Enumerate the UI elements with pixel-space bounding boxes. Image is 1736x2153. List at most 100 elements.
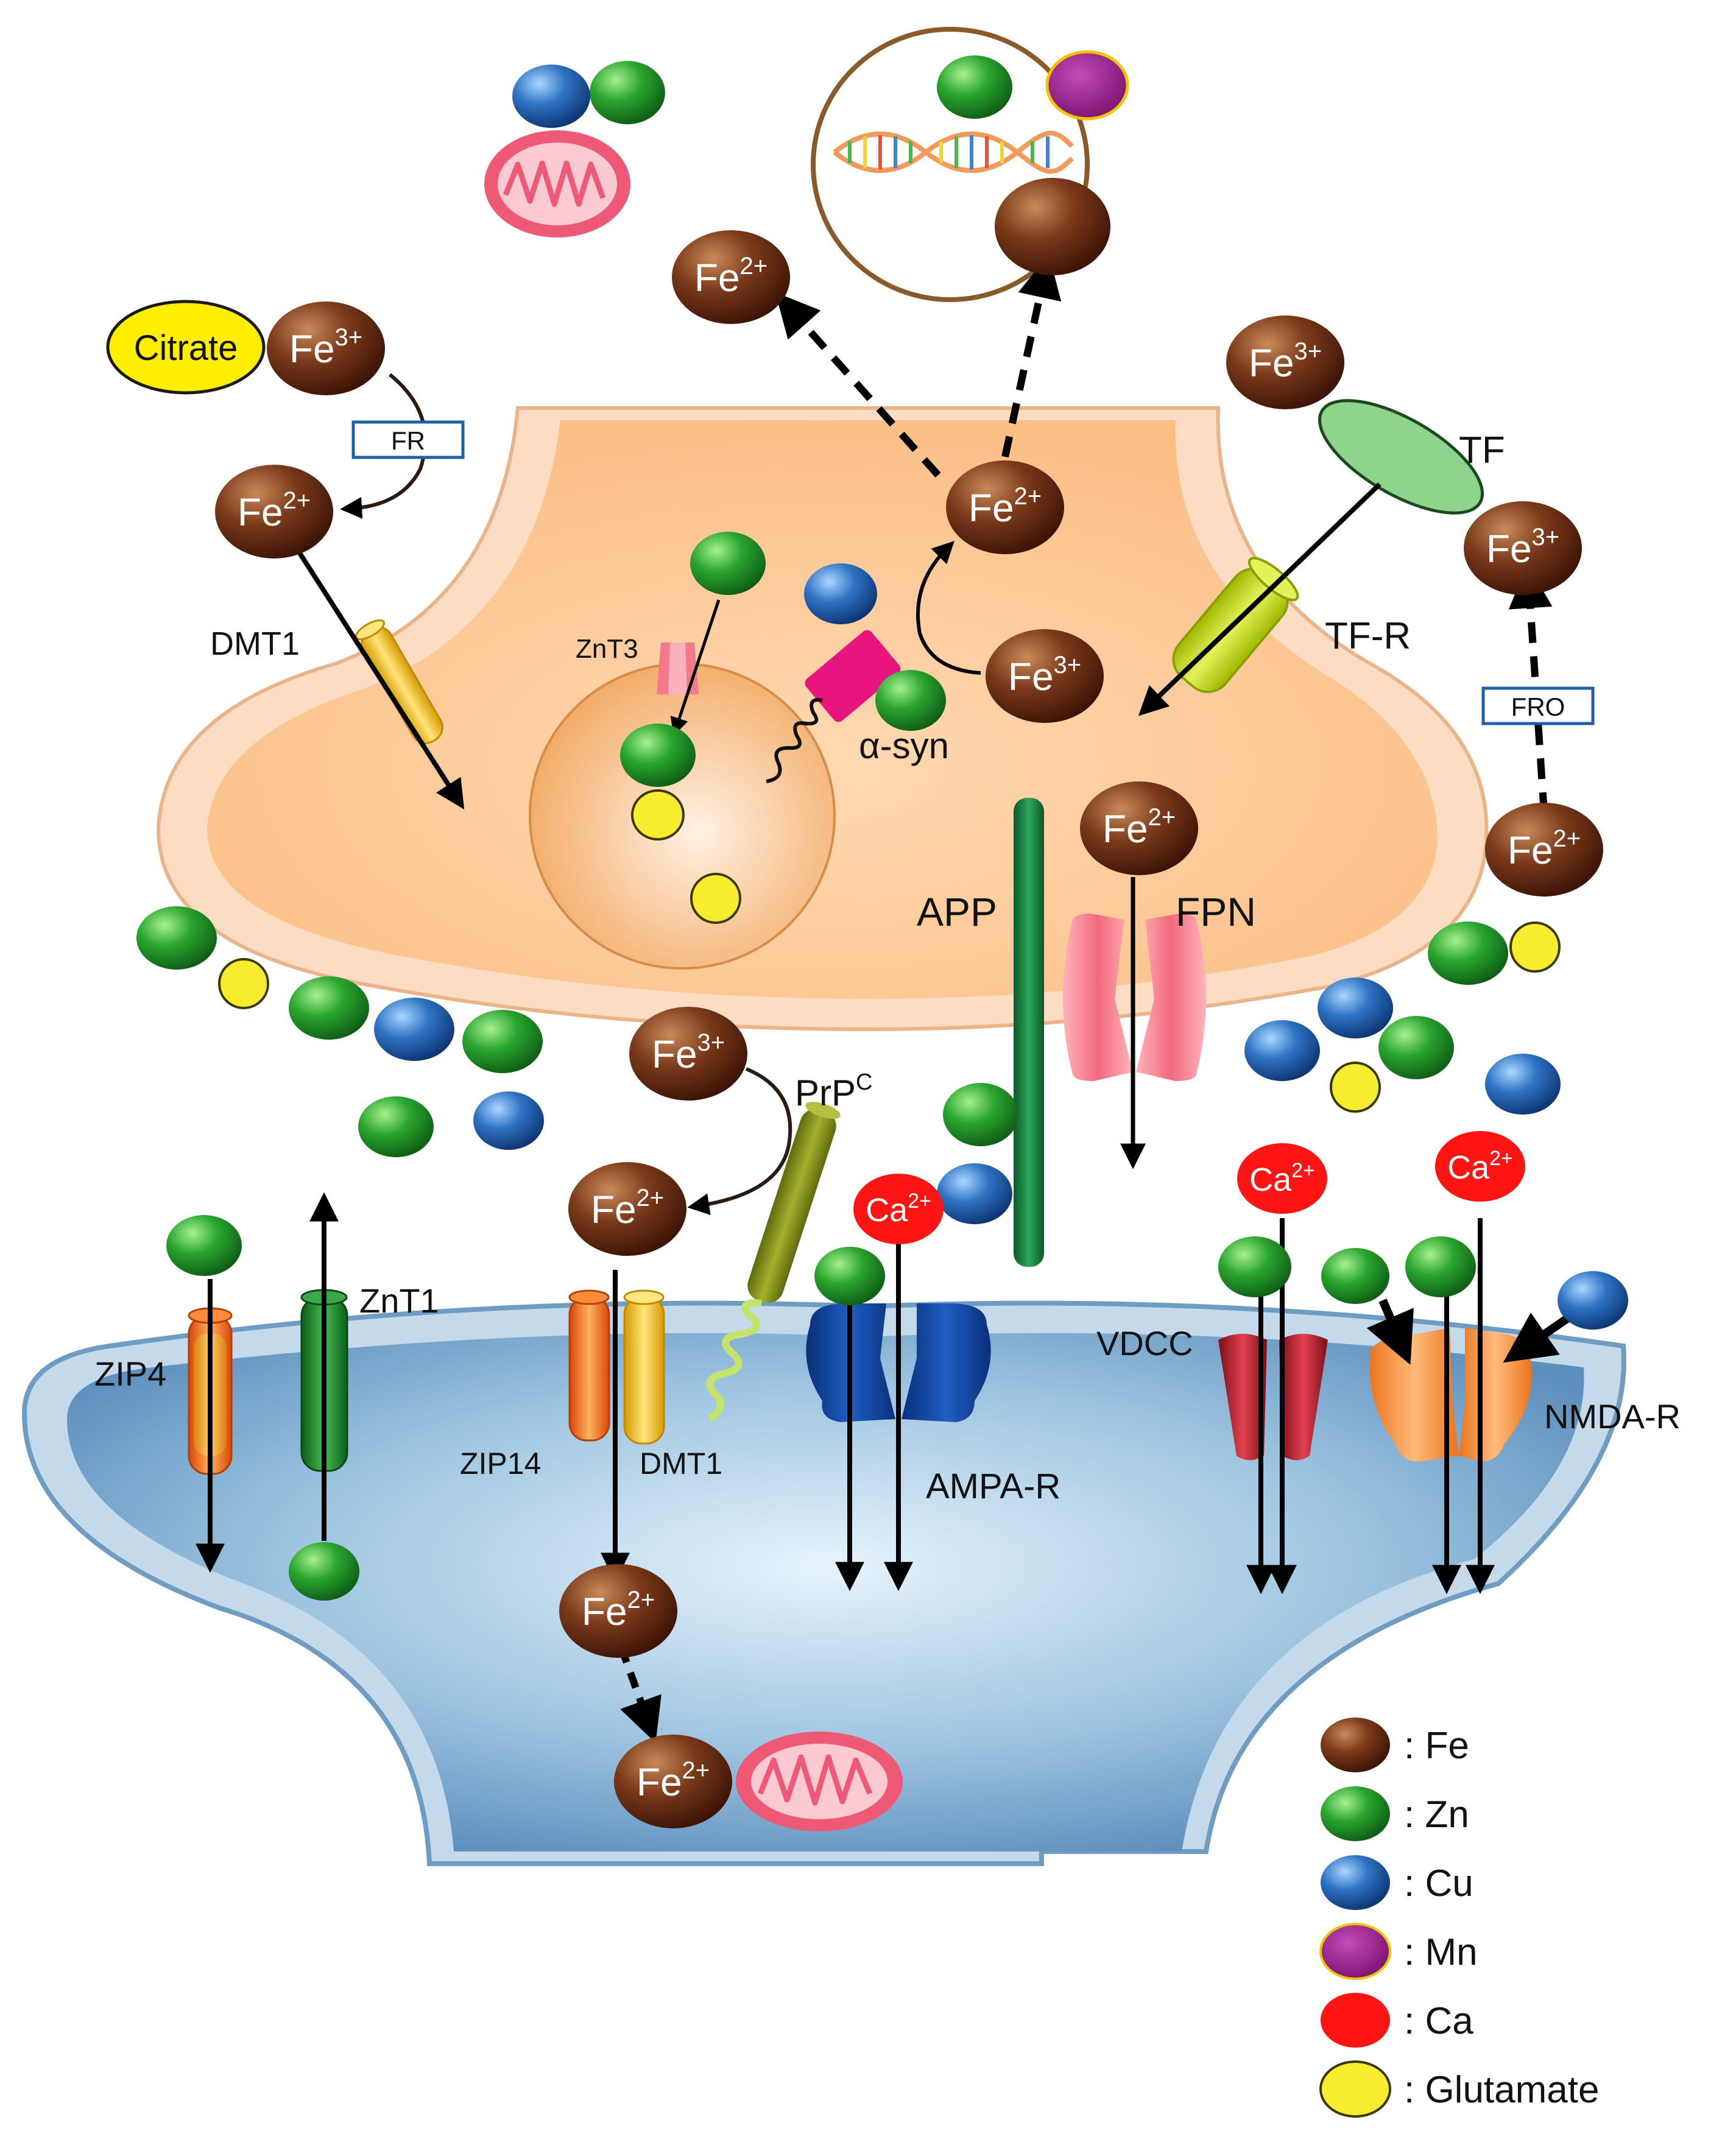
citrate-molecule: Citrate: [106, 300, 266, 395]
svg-text:Fe3+: Fe3+: [1249, 338, 1322, 385]
svg-text:Fe2+: Fe2+: [591, 1185, 664, 1232]
label-vdcc: VDCC: [1096, 1324, 1193, 1362]
label-ampa-r: AMPA-R: [926, 1467, 1060, 1506]
fe-to-mitochondria-bottom-arrow: [618, 1646, 662, 1743]
svg-text:Fe2+: Fe2+: [637, 1757, 710, 1804]
fe2-ion-near-mitochondria: Fe2+: [672, 230, 790, 324]
fe3-ion-prpc: Fe3+: [629, 1007, 747, 1101]
legend-label-mn: : Mn: [1404, 1931, 1478, 1973]
legend-swatch-zn: [1321, 1786, 1390, 1841]
fe3-ion-fro-product: Fe3+: [1464, 501, 1582, 595]
fe2-ion-presynaptic-cytosol: Fe2+: [946, 460, 1064, 554]
svg-text:FRO: FRO: [1511, 692, 1565, 721]
fe2-ion-prpc-product: Fe2+: [568, 1162, 686, 1256]
nmda-cu-binding-arrow: [1503, 1312, 1574, 1363]
legend-swatch-cu: [1321, 1855, 1390, 1910]
svg-text:Fe2+: Fe2+: [694, 253, 767, 300]
label-nmda-r: NMDA-R: [1544, 1397, 1681, 1436]
legend: : Fe : Zn : Cu : Mn : Ca : Glutamate: [1319, 1718, 1599, 2118]
dmt1-presynaptic-arrow: [296, 549, 465, 809]
legend-item-cu: : Cu: [1321, 1855, 1473, 1910]
legend-item-fe: : Fe: [1321, 1718, 1469, 1772]
dmt1-postsynaptic-transporter: [623, 1289, 665, 1445]
fe-to-mitochondria-arrow: [775, 292, 941, 477]
svg-text:Fe2+: Fe2+: [1508, 825, 1581, 872]
fe2-ion-postsynaptic-cytosol: Fe2+: [559, 1564, 677, 1658]
transferrin: [1318, 399, 1484, 515]
alpha-syn-reduction-arrow: [916, 541, 981, 675]
mitochondrion-bottom: [736, 1732, 903, 1831]
calcium-ions: Ca2+ Ca2+ Ca2+: [853, 1131, 1525, 1244]
legend-item-mn: : Mn: [1319, 1923, 1478, 1980]
fr-enzyme-box: FR: [351, 420, 465, 459]
label-dmt1-presynaptic: DMT1: [210, 625, 300, 662]
label-dmt1-postsynaptic: DMT1: [640, 1446, 722, 1481]
fe2-ion-postsynaptic-mitochondria: Fe2+: [614, 1735, 732, 1828]
znt3-transporter: [657, 643, 699, 694]
fe2-ion-presynaptic-outside: Fe2+: [215, 465, 333, 559]
svg-text:Fe2+: Fe2+: [969, 483, 1042, 530]
mitochondrion-top: [484, 130, 630, 238]
ca-ion-nmda: Ca2+: [1435, 1131, 1525, 1202]
svg-text:Fe3+: Fe3+: [652, 1029, 725, 1076]
copper-ions: [374, 65, 1628, 1330]
legend-label-cu: : Cu: [1404, 1862, 1473, 1905]
fe3-ion-citrate: Fe3+: [267, 301, 385, 395]
zip14-transporter: [568, 1289, 610, 1442]
svg-text:Fe2+: Fe2+: [1103, 804, 1176, 851]
prpc-reduction-arrow: [687, 1067, 792, 1215]
fe2-ion-fpn: Fe2+: [1080, 781, 1198, 875]
legend-item-glu: : Glutamate: [1319, 2060, 1599, 2118]
ferroportin-channel: [1063, 914, 1206, 1081]
presynaptic-terminal: [156, 406, 1489, 1032]
fro-enzyme-box: FRO: [1481, 686, 1595, 725]
app-protein: [1014, 798, 1044, 1267]
label-znt3: ZnT3: [576, 634, 638, 664]
legend-label-glu: : Glutamate: [1404, 2069, 1599, 2111]
legend-label-fe: : Fe: [1404, 1725, 1469, 1767]
legend-label-zn: : Zn: [1404, 1794, 1469, 1836]
label-zip14: ZIP14: [460, 1446, 541, 1481]
ca-ion-ampa: Ca2+: [853, 1174, 944, 1244]
legend-swatch-ca: [1321, 1993, 1390, 2048]
labels: DMT1 ZnT3 α-syn TF TF-R APP FPN PrPC ZIP…: [94, 429, 1681, 1506]
svg-text:Fe3+: Fe3+: [1008, 652, 1081, 699]
label-zip4: ZIP4: [94, 1355, 166, 1393]
fe-to-nucleus-arrow: [1001, 254, 1062, 458]
legend-swatch-mn: [1319, 1923, 1391, 1980]
dna-helix: [833, 130, 1074, 174]
fe3-ion-alpha-syn: Fe3+: [986, 629, 1104, 723]
legend-item-zn: : Zn: [1321, 1786, 1469, 1841]
prpc-protein: [706, 1102, 841, 1422]
label-tf: TF: [1459, 429, 1505, 471]
legend-label-ca: : Ca: [1404, 2000, 1473, 2042]
fe2-ion-fro-substrate: Fe2+: [1485, 803, 1603, 897]
svg-text:Fe3+: Fe3+: [1486, 524, 1559, 571]
alpha-synuclein-protein: [766, 630, 901, 783]
label-alpha-syn: α-syn: [859, 725, 949, 766]
manganese-ion: [1045, 50, 1129, 121]
legend-swatch-glu: [1319, 2060, 1391, 2118]
label-app: APP: [917, 889, 997, 934]
label-znt1: ZnT1: [359, 1281, 439, 1320]
glutamate-molecules: [218, 789, 1561, 1113]
tf-r-uptake-arrow: [1138, 482, 1381, 716]
svg-text:Ca2+: Ca2+: [1447, 1147, 1513, 1186]
fe3-ion-transferrin: Fe3+: [1226, 315, 1344, 409]
legend-item-ca: : Ca: [1321, 1993, 1473, 2048]
svg-text:Fe2+: Fe2+: [582, 1587, 655, 1633]
iron-ions: Fe3+ Fe2+ Fe2+ Fe2+ Fe3+ Fe3+ Fe3+: [215, 178, 1603, 1828]
fe-ion-nucleus: [995, 178, 1110, 275]
legend-swatch-fe: [1321, 1718, 1390, 1772]
fr-reduction-arrow: [340, 373, 428, 519]
svg-text:FR: FR: [391, 426, 425, 455]
svg-text:Citrate: Citrate: [134, 328, 238, 368]
vdcc-channel: [1218, 1334, 1328, 1461]
nmda-zn-binding-arrow: [1366, 1298, 1414, 1365]
transport-arrows: [196, 254, 1574, 1743]
label-prpc: PrPC: [795, 1069, 872, 1113]
label-fpn: FPN: [1176, 889, 1256, 934]
svg-text:Fe3+: Fe3+: [289, 324, 362, 371]
